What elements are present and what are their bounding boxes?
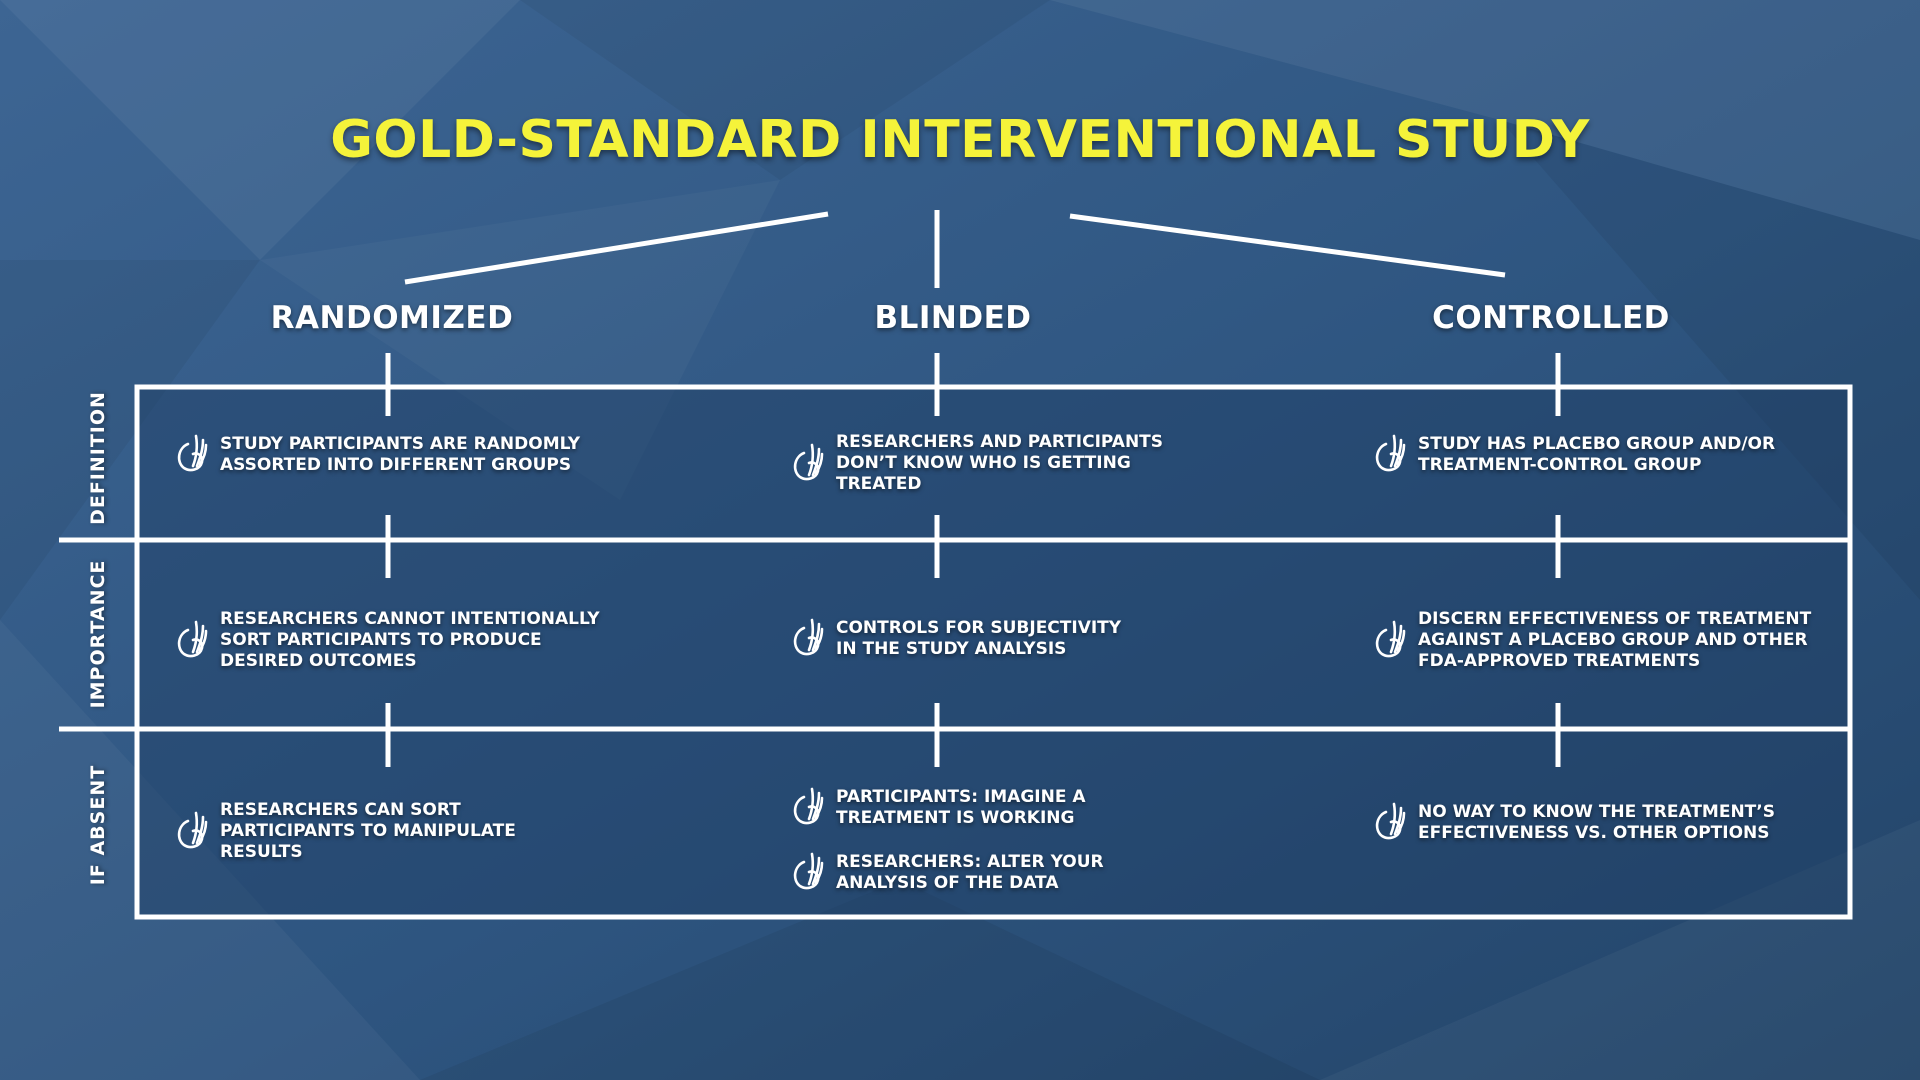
cell-importance-controlled: DISCERN EFFECTIVENESS OF TREATMENT AGAIN…: [1372, 609, 1811, 672]
cell-text: RESEARCHERS: ALTER YOUR ANALYSIS OF THE …: [836, 852, 1104, 893]
cell-if-absent-randomized: RESEARCHERS CAN SORT PARTICIPANTS TO MAN…: [174, 800, 516, 863]
tooth-swirl-icon: [177, 434, 208, 472]
cell-text: DISCERN EFFECTIVENESS OF TREATMENT AGAIN…: [1418, 609, 1812, 671]
cell-definition-blinded: RESEARCHERS AND PARTICIPANTS DON’T KNOW …: [790, 432, 1163, 495]
row-label-if-absent: IF ABSENT: [87, 764, 109, 886]
cell-definition-controlled: STUDY HAS PLACEBO GROUP AND/OR TREATMENT…: [1372, 432, 1775, 478]
cell-text: RESEARCHERS AND PARTICIPANTS DON’T KNOW …: [836, 432, 1164, 494]
cell-text: RESEARCHERS CAN SORT PARTICIPANTS TO MAN…: [220, 800, 516, 862]
cell-text: RESEARCHERS CANNOT INTENTIONALLY SORT PA…: [220, 609, 600, 671]
tooth-swirl-icon: [793, 787, 824, 825]
page-title: GOLD-STANDARD INTERVENTIONAL STUDY: [330, 110, 1590, 170]
tooth-swirl-icon: [177, 811, 208, 848]
cell-text: PARTICIPANTS: IMAGINE A TREATMENT IS WOR…: [836, 787, 1086, 828]
grid-outline: [134, 384, 1853, 920]
cell-text: CONTROLS FOR SUBJECTIVITY IN THE STUDY A…: [836, 618, 1122, 659]
tooth-swirl-icon: [1375, 620, 1406, 657]
tooth-swirl-icon: [1375, 802, 1406, 840]
cell-if-absent-controlled: NO WAY TO KNOW THE TREATMENT’S EFFECTIVE…: [1372, 800, 1775, 846]
cell-text: STUDY PARTICIPANTS ARE RANDOMLY ASSORTED…: [220, 434, 581, 475]
branch-line-randomized: [404, 211, 829, 285]
cell-importance-randomized: RESEARCHERS CANNOT INTENTIONALLY SORT PA…: [174, 609, 600, 672]
column-heading-blinded: BLINDED: [874, 300, 1032, 336]
branch-line-controlled: [1069, 213, 1506, 278]
tooth-swirl-icon: [1375, 434, 1406, 472]
cell-definition-randomized: STUDY PARTICIPANTS ARE RANDOMLY ASSORTED…: [174, 432, 580, 478]
cell-text: STUDY HAS PLACEBO GROUP AND/OR TREATMENT…: [1418, 434, 1776, 475]
cell-text: NO WAY TO KNOW THE TREATMENT’S EFFECTIVE…: [1418, 802, 1775, 843]
cell-importance-blinded: CONTROLS FOR SUBJECTIVITY IN THE STUDY A…: [790, 616, 1121, 662]
cell-if-absent-blinded-researchers: RESEARCHERS: ALTER YOUR ANALYSIS OF THE …: [790, 850, 1104, 896]
tooth-swirl-icon: [793, 618, 824, 656]
row-label-definition: DEFINITION: [87, 391, 109, 525]
grid-background: [137, 387, 1850, 917]
tooth-swirl-icon: [793, 443, 824, 480]
column-heading-controlled: CONTROLLED: [1432, 300, 1670, 336]
row-label-importance: IMPORTANCE: [87, 559, 109, 709]
cell-if-absent-blinded-participants: PARTICIPANTS: IMAGINE A TREATMENT IS WOR…: [790, 785, 1086, 831]
tooth-swirl-icon: [177, 620, 208, 657]
column-heading-randomized: RANDOMIZED: [270, 300, 514, 336]
tooth-swirl-icon: [793, 852, 824, 890]
